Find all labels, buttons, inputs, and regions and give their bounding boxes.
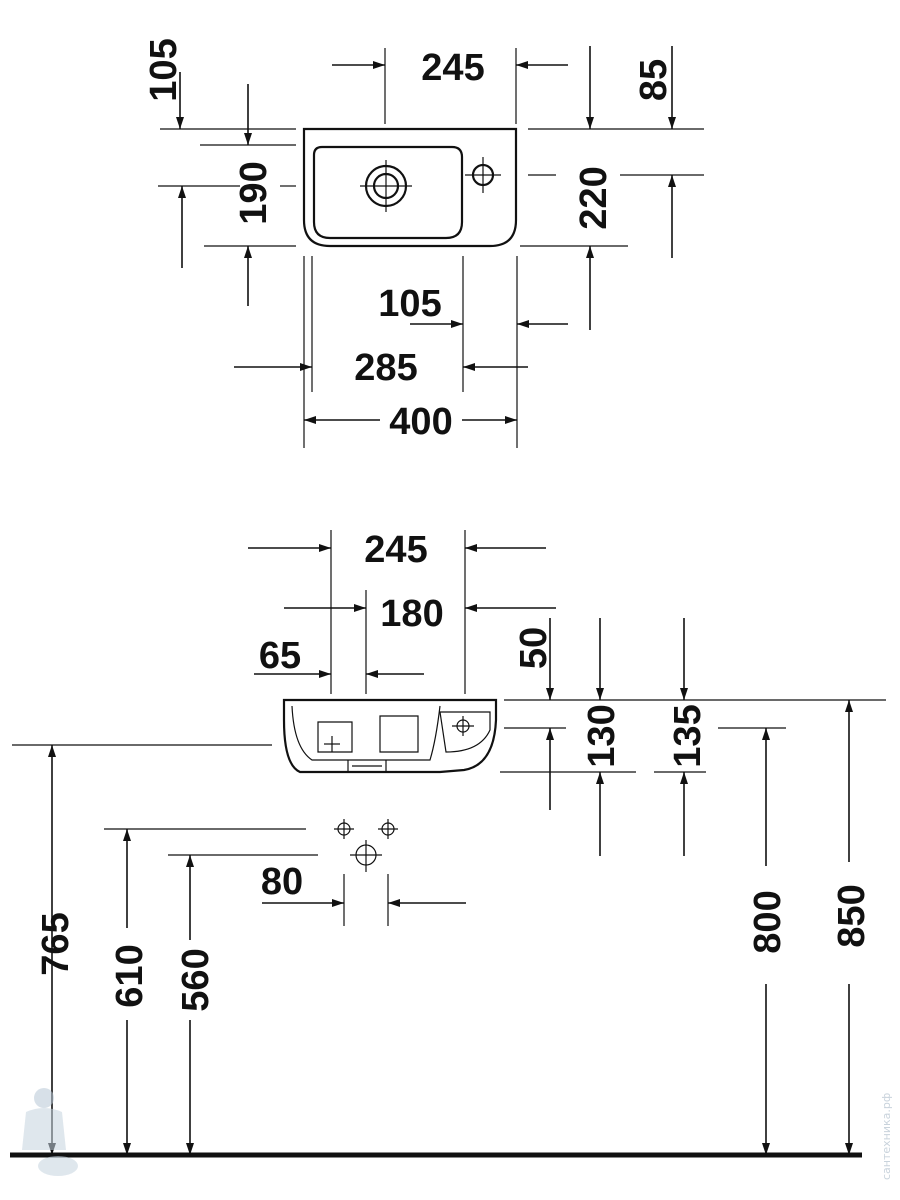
dim-top-190: 190 [233,161,275,224]
side-view: 245 180 65 50 130 135 80 765 610 560 800… [10,529,886,1158]
dim-side-135: 135 [667,704,709,767]
drain-icon [360,160,412,212]
dim-side-765: 765 [35,912,77,975]
water-supply-left-icon [334,819,354,839]
top-view: 105 245 85 190 220 105 285 400 [143,38,704,448]
watermark-logo [22,1088,78,1176]
overflow-icon [324,736,340,752]
dim-side-610: 610 [109,944,151,1007]
dim-top-400: 400 [389,401,452,443]
dim-top-105-left: 105 [143,38,185,101]
waste-outlet-icon [350,840,382,872]
dim-side-80: 80 [261,861,303,903]
dim-top-105-right: 105 [378,283,441,325]
dim-side-180: 180 [380,593,443,635]
dim-top-285: 285 [354,347,417,389]
dim-top-85: 85 [633,59,675,101]
dim-side-850: 850 [831,884,873,947]
dim-side-50: 50 [513,627,555,669]
dim-side-560: 560 [175,948,217,1011]
dim-side-130: 130 [581,704,623,767]
tap-hole-icon [465,157,501,193]
dim-side-65: 65 [259,635,301,677]
watermark-text: сантехника.рф [880,1093,893,1180]
dim-top-220: 220 [573,166,615,229]
basin-side-outline [282,698,498,774]
dim-side-800: 800 [747,890,789,953]
dim-side-245: 245 [364,529,427,571]
tap-mount-icon [452,716,474,736]
dim-top-245: 245 [421,47,484,89]
water-supply-right-icon [378,819,398,839]
